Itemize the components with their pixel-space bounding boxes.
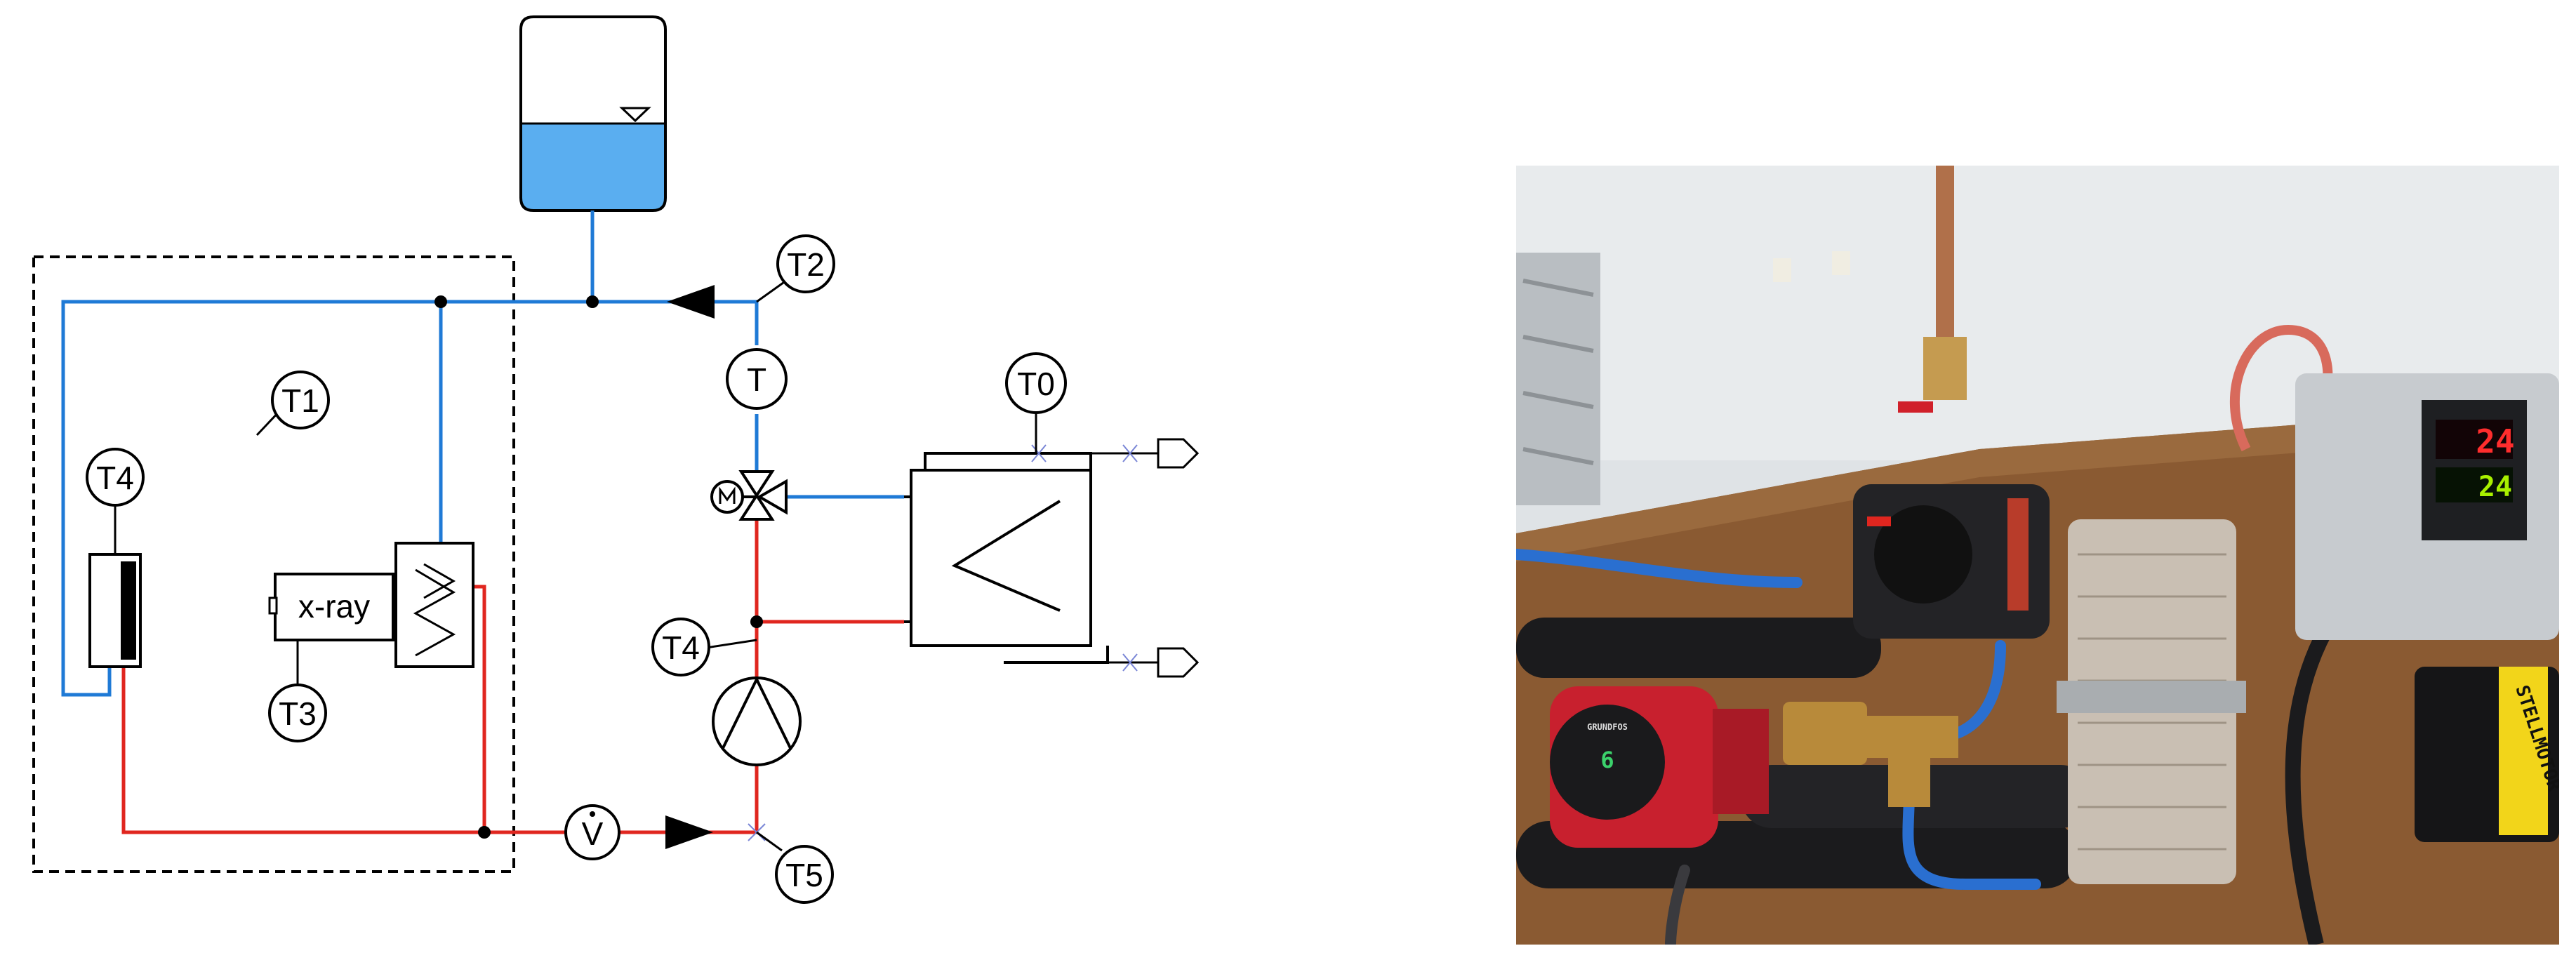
junction-dot (750, 615, 763, 628)
stellmotor-unit: STELLMOTOR (2415, 667, 2559, 842)
pump-icon (722, 676, 792, 749)
sensor-t4-return: T4 (651, 618, 710, 676)
flow-direction-arrow-icon (665, 815, 713, 849)
svg-text:T5: T5 (785, 857, 823, 893)
blue-hoses (1516, 549, 2041, 945)
brass-fittings (1783, 702, 1958, 807)
x-ray-source: x-ray (268, 573, 396, 641)
sensor-t0: T0 (1005, 352, 1067, 414)
flow-meter-label: V (582, 815, 604, 852)
expansion-tank (519, 15, 667, 212)
photo-circulation-pump: GRUNDFOS 6 (1550, 686, 1769, 848)
sensor-t5: T5 (775, 845, 834, 904)
x-ray-cooler (394, 542, 474, 668)
cross-markers (748, 444, 1138, 841)
sensor-t2: T2 (776, 234, 835, 293)
flow-rate-dot-icon (590, 811, 595, 817)
photo-heat-exchanger (2057, 519, 2246, 884)
svg-text:T: T (747, 361, 766, 398)
controller-reading-bottom: 24 (2478, 471, 2512, 503)
connector-tag-icon (1157, 438, 1200, 469)
circulation-pump (712, 676, 802, 766)
temperature-controller: 24 24 (2295, 373, 2559, 640)
cold-line (61, 211, 904, 697)
sensor-t-inline: T (726, 348, 788, 410)
junction-dot (586, 295, 599, 308)
junction-dot (478, 826, 491, 839)
schematic: x-ray V T (32, 15, 1200, 904)
flow-meter: V (564, 804, 620, 860)
sensor-t3: T3 (268, 684, 327, 742)
svg-text:T0: T0 (1017, 366, 1055, 402)
wall-bracket (1516, 253, 1600, 505)
plate-heat-exchanger (904, 438, 1200, 678)
pump-display-value: 6 (1600, 747, 1614, 773)
svg-text:T4: T4 (96, 460, 134, 496)
controller-reading-top: 24 (2476, 422, 2514, 460)
enclosure-boundary (32, 255, 515, 873)
connector-tag-icon (1157, 647, 1200, 678)
flow-direction-arrow-icon (667, 285, 715, 319)
pump-brand-label: GRUNDFOS (1587, 722, 1628, 732)
svg-text:T2: T2 (787, 246, 825, 283)
sample-holder (88, 553, 142, 668)
svg-text:T4: T4 (662, 629, 700, 666)
junction-dot (434, 295, 447, 308)
sensor-t1: T1 (271, 371, 330, 429)
water-level-marker-icon (619, 107, 651, 123)
valve-actuator (1853, 484, 2050, 639)
hot-line (121, 519, 904, 834)
valve-actuator-icon (710, 480, 744, 514)
setup-photo: GRUNDFOS 6 (1516, 166, 2559, 945)
sensor-t4-sample: T4 (86, 448, 145, 507)
three-way-mixing-valve (710, 470, 788, 521)
sensor-leads (114, 279, 1037, 852)
svg-text:T3: T3 (279, 695, 317, 732)
x-ray-label: x-ray (298, 588, 370, 625)
svg-text:T1: T1 (281, 382, 319, 419)
